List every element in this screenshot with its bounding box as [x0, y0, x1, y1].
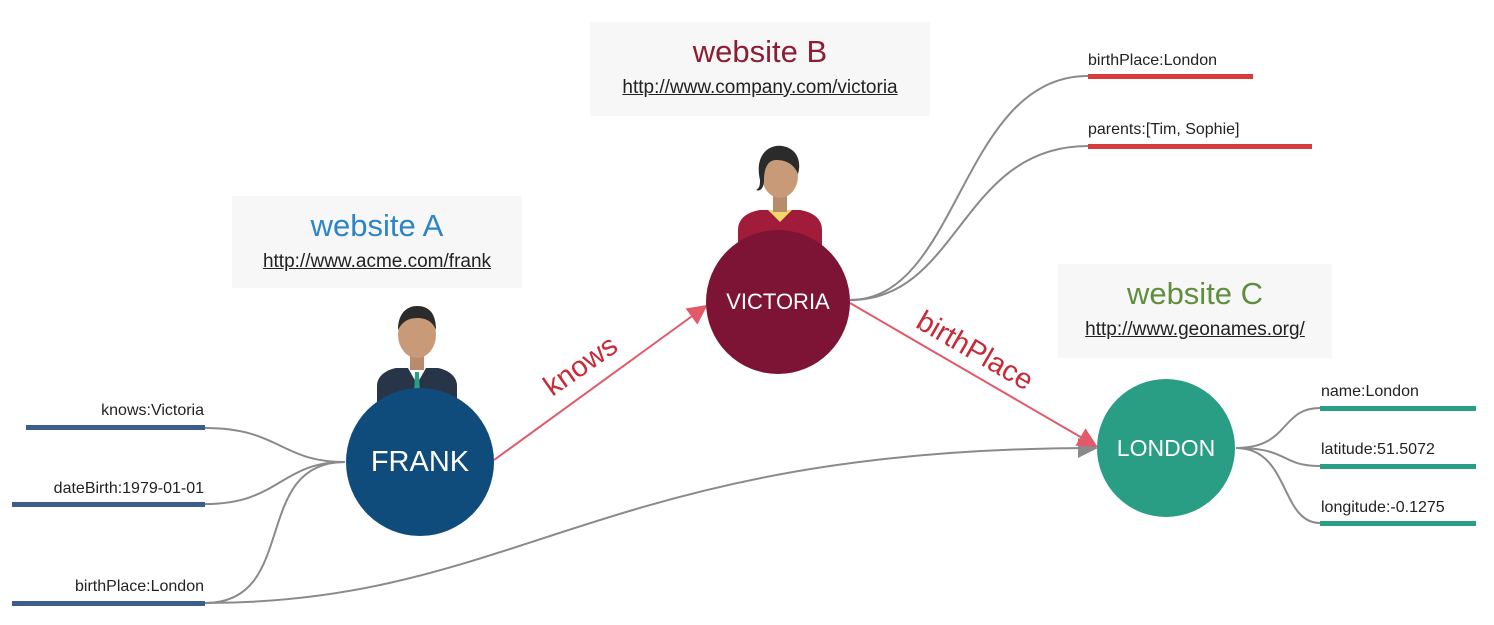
london-property-latitude: latitude:51.5072 — [1321, 441, 1435, 458]
frank-property-datebirth-bar — [12, 502, 205, 507]
victoria-node-label: VICTORIA — [726, 289, 830, 314]
frank-node[interactable]: FRANK — [346, 388, 494, 536]
london-latitude-link — [1235, 447, 1321, 467]
frank-knows-link — [204, 427, 346, 463]
london-name-link — [1235, 407, 1321, 449]
victoria-property-parents: parents:[Tim, Sophie] — [1088, 121, 1240, 138]
knows-arrow — [493, 304, 708, 461]
frank-datebirth-link — [204, 461, 346, 505]
victoria-parents-link — [849, 145, 1089, 301]
website-a-title: website A — [310, 208, 444, 243]
website-c-box: website C http://www.geonames.org/ — [1058, 264, 1332, 358]
london-property-longitude: longitude:-0.1275 — [1321, 499, 1445, 516]
victoria-property-birthplace-bar — [1088, 74, 1253, 79]
website-a-url[interactable]: http://www.acme.com/frank — [262, 251, 492, 272]
frank-node-label: FRANK — [370, 445, 470, 478]
london-property-longitude-bar — [1320, 521, 1476, 526]
victoria-birthplace-link — [849, 75, 1089, 301]
website-b-box: website B http://www.company.com/victori… — [590, 22, 930, 116]
london-longitude-link — [1235, 447, 1321, 524]
victoria-property-parents-bar — [1088, 144, 1312, 149]
website-b-url[interactable]: http://www.company.com/victoria — [622, 77, 898, 98]
london-node[interactable]: LONDON — [1097, 379, 1235, 517]
frank-property-datebirth: dateBirth:1979-01-01 — [53, 480, 204, 497]
london-property-latitude-bar — [1320, 464, 1476, 469]
london-property-name: name:London — [1321, 383, 1419, 400]
frank-property-knows: knows:Victoria — [101, 402, 204, 419]
victoria-property-birthplace: birthPlace:London — [1088, 52, 1217, 69]
website-a-box: website A http://www.acme.com/frank — [232, 196, 522, 288]
website-c-url[interactable]: http://www.geonames.org/ — [1085, 319, 1305, 340]
birthplace-arrow — [849, 302, 1098, 448]
frank-birthplace-link — [204, 461, 346, 604]
website-b-title: website B — [692, 34, 828, 69]
victoria-node[interactable]: VICTORIA — [706, 230, 850, 374]
frank-property-knows-bar — [26, 425, 205, 430]
frank-to-london-link — [204, 438, 1098, 604]
london-property-name-bar — [1320, 406, 1476, 411]
frank-property-birthplace: birthPlace:London — [75, 578, 204, 595]
frank-property-birthplace-bar — [12, 601, 205, 606]
website-c-title: website C — [1126, 276, 1264, 311]
london-node-label: LONDON — [1116, 434, 1216, 461]
